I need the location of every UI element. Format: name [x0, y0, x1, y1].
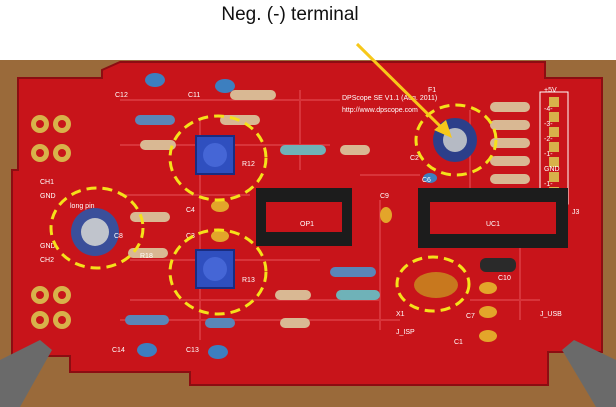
- clamps: [0, 340, 616, 407]
- label-ch1: CH1: [40, 179, 54, 186]
- label-c14: C14: [112, 347, 125, 354]
- small-caps: [211, 200, 497, 342]
- label-c12: C12: [115, 92, 128, 99]
- pin-label-3: -3-: [544, 121, 553, 128]
- annotation-arrow: [355, 42, 452, 138]
- ceramic-caps: [137, 73, 437, 359]
- board-url: http://www.dpscope.com: [342, 107, 418, 114]
- trimmer-r12: [195, 135, 235, 175]
- label-c13: C13: [186, 347, 199, 354]
- label-c8: C8: [114, 233, 123, 240]
- highlight-r13: [168, 228, 268, 316]
- label-c6: C6: [422, 177, 431, 184]
- label-j-isp: J_ISP: [396, 329, 415, 336]
- board-title: DPScope SE V1.1 (Aug. 2011): [342, 95, 437, 102]
- label-c11: C11: [188, 92, 200, 99]
- highlight-c2: [414, 103, 498, 177]
- label-j-usb: J_USB: [540, 311, 562, 318]
- label-r13: R13: [242, 277, 255, 284]
- label-r12: R12: [242, 161, 255, 168]
- pin-label-5: -1-: [544, 151, 553, 158]
- pin-label-7: -1-: [544, 181, 553, 188]
- trimmer-r13: [195, 249, 235, 289]
- label-r18: R18: [140, 253, 153, 260]
- pin-label-1: +5V: [544, 87, 557, 94]
- highlight-x1: [395, 255, 471, 313]
- highlight-circles: [49, 103, 498, 316]
- pin-label-4: -2-: [544, 136, 553, 143]
- highlight-c8: [49, 186, 145, 270]
- label-c2: C2: [410, 155, 419, 162]
- pin-label-6: GND: [544, 166, 560, 173]
- label-gnd-bottom: GND: [40, 243, 56, 250]
- electrolytic-c8: [71, 208, 119, 256]
- annotation-caption: Neg. (-) terminal: [0, 4, 616, 26]
- label-x1: X1: [396, 311, 405, 318]
- label-uc1: UC1: [486, 221, 500, 228]
- socket-op1: [256, 188, 352, 246]
- label-c10: C10: [498, 275, 511, 282]
- highlight-r12: [168, 114, 268, 202]
- neg-terminal-label: Neg. (-) terminal: [221, 4, 359, 25]
- label-c7: C7: [466, 313, 475, 320]
- crystal-x1: [414, 272, 458, 298]
- label-op1: OP1: [300, 221, 314, 228]
- label-c9: C9: [380, 193, 389, 200]
- label-long-pin: long pin: [70, 203, 95, 210]
- label-ch2: CH2: [40, 257, 54, 264]
- label-f1: F1: [428, 87, 436, 94]
- socket-uc1: [418, 188, 568, 248]
- label-c1: C1: [454, 339, 463, 346]
- pin-label-2: -4-: [544, 106, 553, 113]
- label-j3: J3: [572, 209, 580, 216]
- silkscreen: C12 C11 C4 C3 C6 C2 C8 C9 C10 C7 C1 C13 …: [40, 87, 580, 354]
- label-c4: C4: [186, 207, 195, 214]
- label-gnd-top: GND: [40, 193, 56, 200]
- resistors: [125, 90, 530, 328]
